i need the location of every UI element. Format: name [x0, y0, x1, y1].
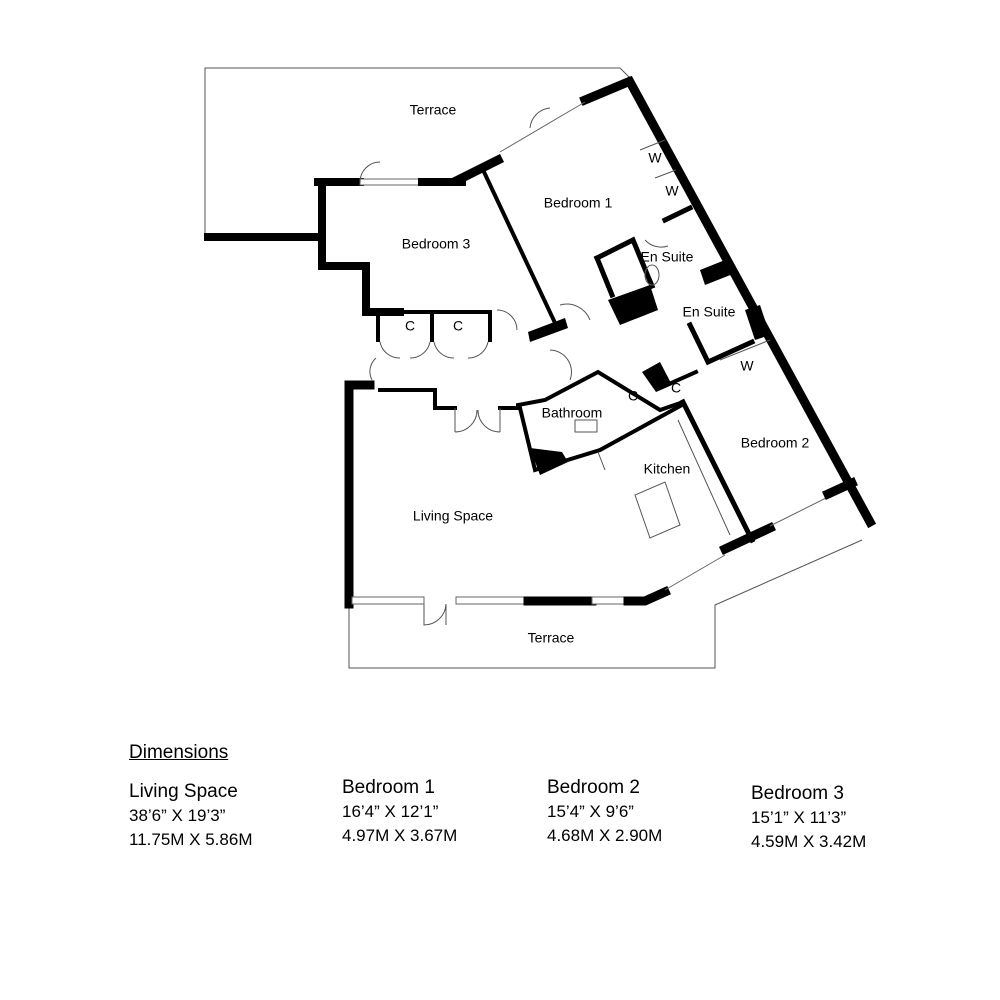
room-imperial: 15’1” X 11’3”: [751, 808, 847, 827]
label-ensuite1: En Suite: [641, 249, 694, 265]
label-bathroom: Bathroom: [542, 405, 603, 421]
floor-plan: Terrace Bedroom 1 Bedroom 3 En Suite En …: [204, 67, 877, 669]
label-bedroom2: Bedroom 2: [741, 435, 810, 451]
label-bedroom3: Bedroom 3: [402, 236, 471, 252]
terrace-bottom-outline: [348, 539, 863, 669]
label-cupboard2: C: [453, 318, 463, 334]
dimension-living-space: Living Space 38’6” X 19’3” 11.75M X 5.86…: [129, 780, 252, 852]
dimensions-title: Dimensions: [129, 742, 229, 763]
room-name: Living Space: [129, 781, 238, 802]
walls: [204, 75, 877, 626]
label-terrace-bottom: Terrace: [528, 630, 575, 646]
dimension-bedroom2: Bedroom 2 15’4” X 9’6” 4.68M X 2.90M: [547, 776, 662, 848]
label-wardrobe3: W: [740, 358, 754, 374]
dimension-bedroom1: Bedroom 1 16’4” X 12’1” 4.97M X 3.67M: [342, 776, 457, 848]
label-living-space: Living Space: [413, 508, 493, 524]
room-name: Bedroom 1: [342, 777, 435, 798]
room-imperial: 38’6” X 19’3”: [129, 806, 226, 825]
label-terrace-top: Terrace: [410, 102, 457, 118]
dimension-bedroom3: Bedroom 3 15’1” X 11’3” 4.59M X 3.42M: [751, 782, 866, 854]
room-metric: 4.97M X 3.67M: [342, 826, 458, 845]
label-kitchen: Kitchen: [644, 461, 691, 477]
room-name: Bedroom 2: [547, 777, 640, 798]
room-metric: 4.68M X 2.90M: [547, 826, 663, 845]
label-ensuite2: En Suite: [683, 304, 736, 320]
label-bedroom1: Bedroom 1: [544, 195, 613, 211]
label-cupboard3: C: [628, 388, 638, 404]
label-cupboard1: C: [405, 318, 415, 334]
label-cupboard4: C: [671, 380, 681, 396]
room-imperial: 16’4” X 12’1”: [342, 802, 439, 821]
label-wardrobe2: W: [665, 183, 679, 199]
room-metric: 4.59M X 3.42M: [751, 832, 867, 851]
terrace-top-outline: [204, 67, 633, 237]
room-name: Bedroom 3: [751, 783, 844, 804]
room-metric: 11.75M X 5.86M: [129, 830, 253, 849]
room-labels: Terrace Bedroom 1 Bedroom 3 En Suite En …: [402, 102, 810, 646]
room-imperial: 15’4” X 9’6”: [547, 802, 634, 821]
label-wardrobe1: W: [648, 150, 662, 166]
